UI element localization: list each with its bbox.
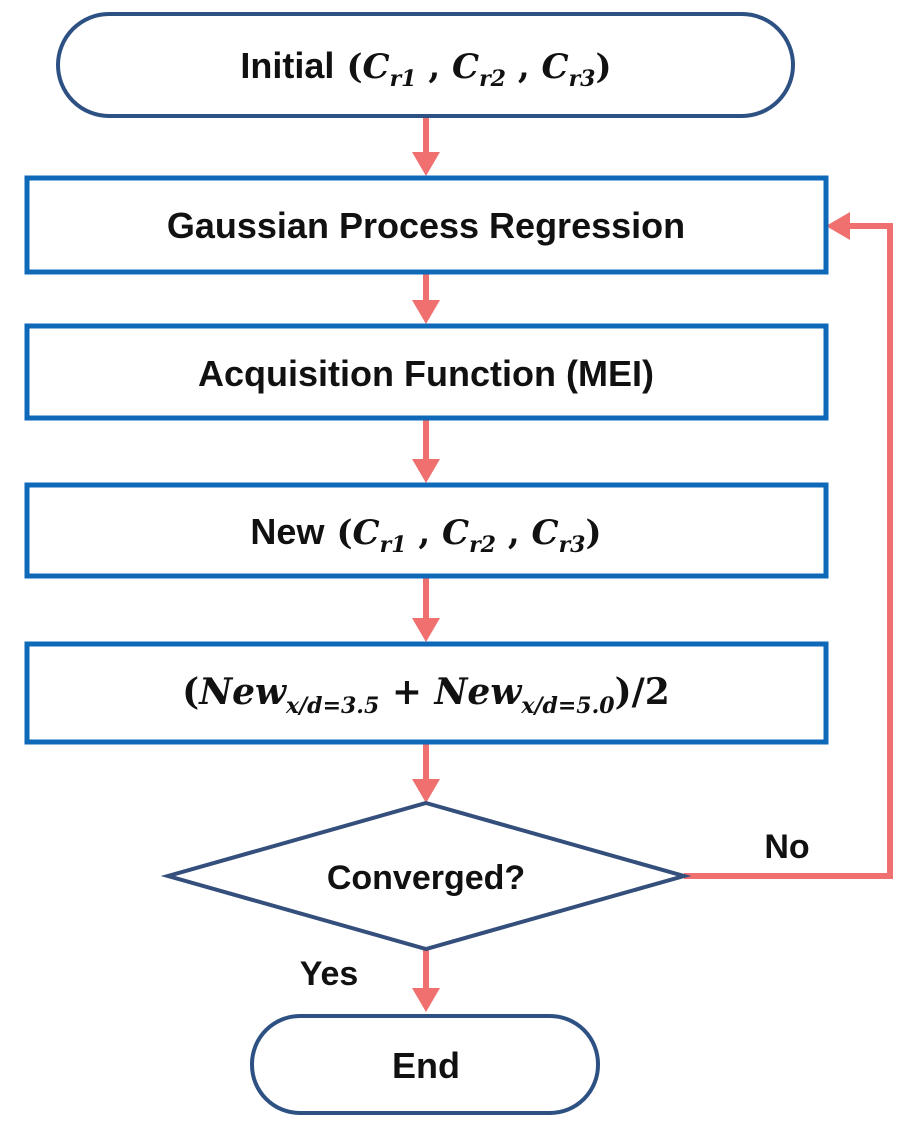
edge-label-yes: Yes: [300, 955, 359, 993]
edge-label-no: No: [764, 828, 809, 866]
converged-diamond: [160, 800, 692, 952]
edge-arrowhead-acquisition: [412, 300, 440, 324]
node-converged: Converged?: [160, 800, 692, 952]
new-label: New (Cr1 , Cr2 , Cr3): [250, 511, 601, 558]
node-end: End: [250, 1014, 600, 1115]
node-new: New (Cr1 , Cr2 , Cr3): [24, 482, 829, 579]
acquisition-box: [24, 323, 829, 421]
edge-arrowhead-new: [412, 459, 440, 483]
edge-arrowhead-loop: [826, 212, 850, 240]
initial-label: Initial (Cr1 , Cr2 , Cr3): [240, 45, 611, 92]
gpr-label: Gaussian Process Regression: [167, 205, 685, 246]
new-box: [24, 482, 829, 579]
node-initial: Initial (Cr1 , Cr2 , Cr3): [56, 12, 795, 118]
edge-arrowhead-end: [412, 988, 440, 1012]
average-box: [24, 641, 829, 745]
edges: [412, 117, 893, 1012]
end-label: End: [392, 1045, 460, 1086]
gpr-box: [24, 175, 829, 275]
node-acquisition-function: Acquisition Function (MEI): [24, 323, 829, 421]
acquisition-label: Acquisition Function (MEI): [198, 353, 654, 394]
edge-no-loop-back: [684, 223, 893, 879]
node-average: (Newx/d=3.5 + Newx/d=5.0)/2: [24, 641, 829, 745]
end-terminal-shape: [250, 1014, 600, 1115]
edge-arrowhead-gpr: [412, 152, 440, 176]
edge-arrowhead-average: [412, 618, 440, 642]
edge-arrowhead-converged: [412, 779, 440, 803]
node-gaussian-process-regression: Gaussian Process Regression: [24, 175, 829, 275]
initial-terminal-shape: [56, 12, 795, 118]
average-formula: (Newx/d=3.5 + Newx/d=5.0)/2: [182, 671, 670, 719]
converged-label: Converged?: [327, 859, 525, 897]
